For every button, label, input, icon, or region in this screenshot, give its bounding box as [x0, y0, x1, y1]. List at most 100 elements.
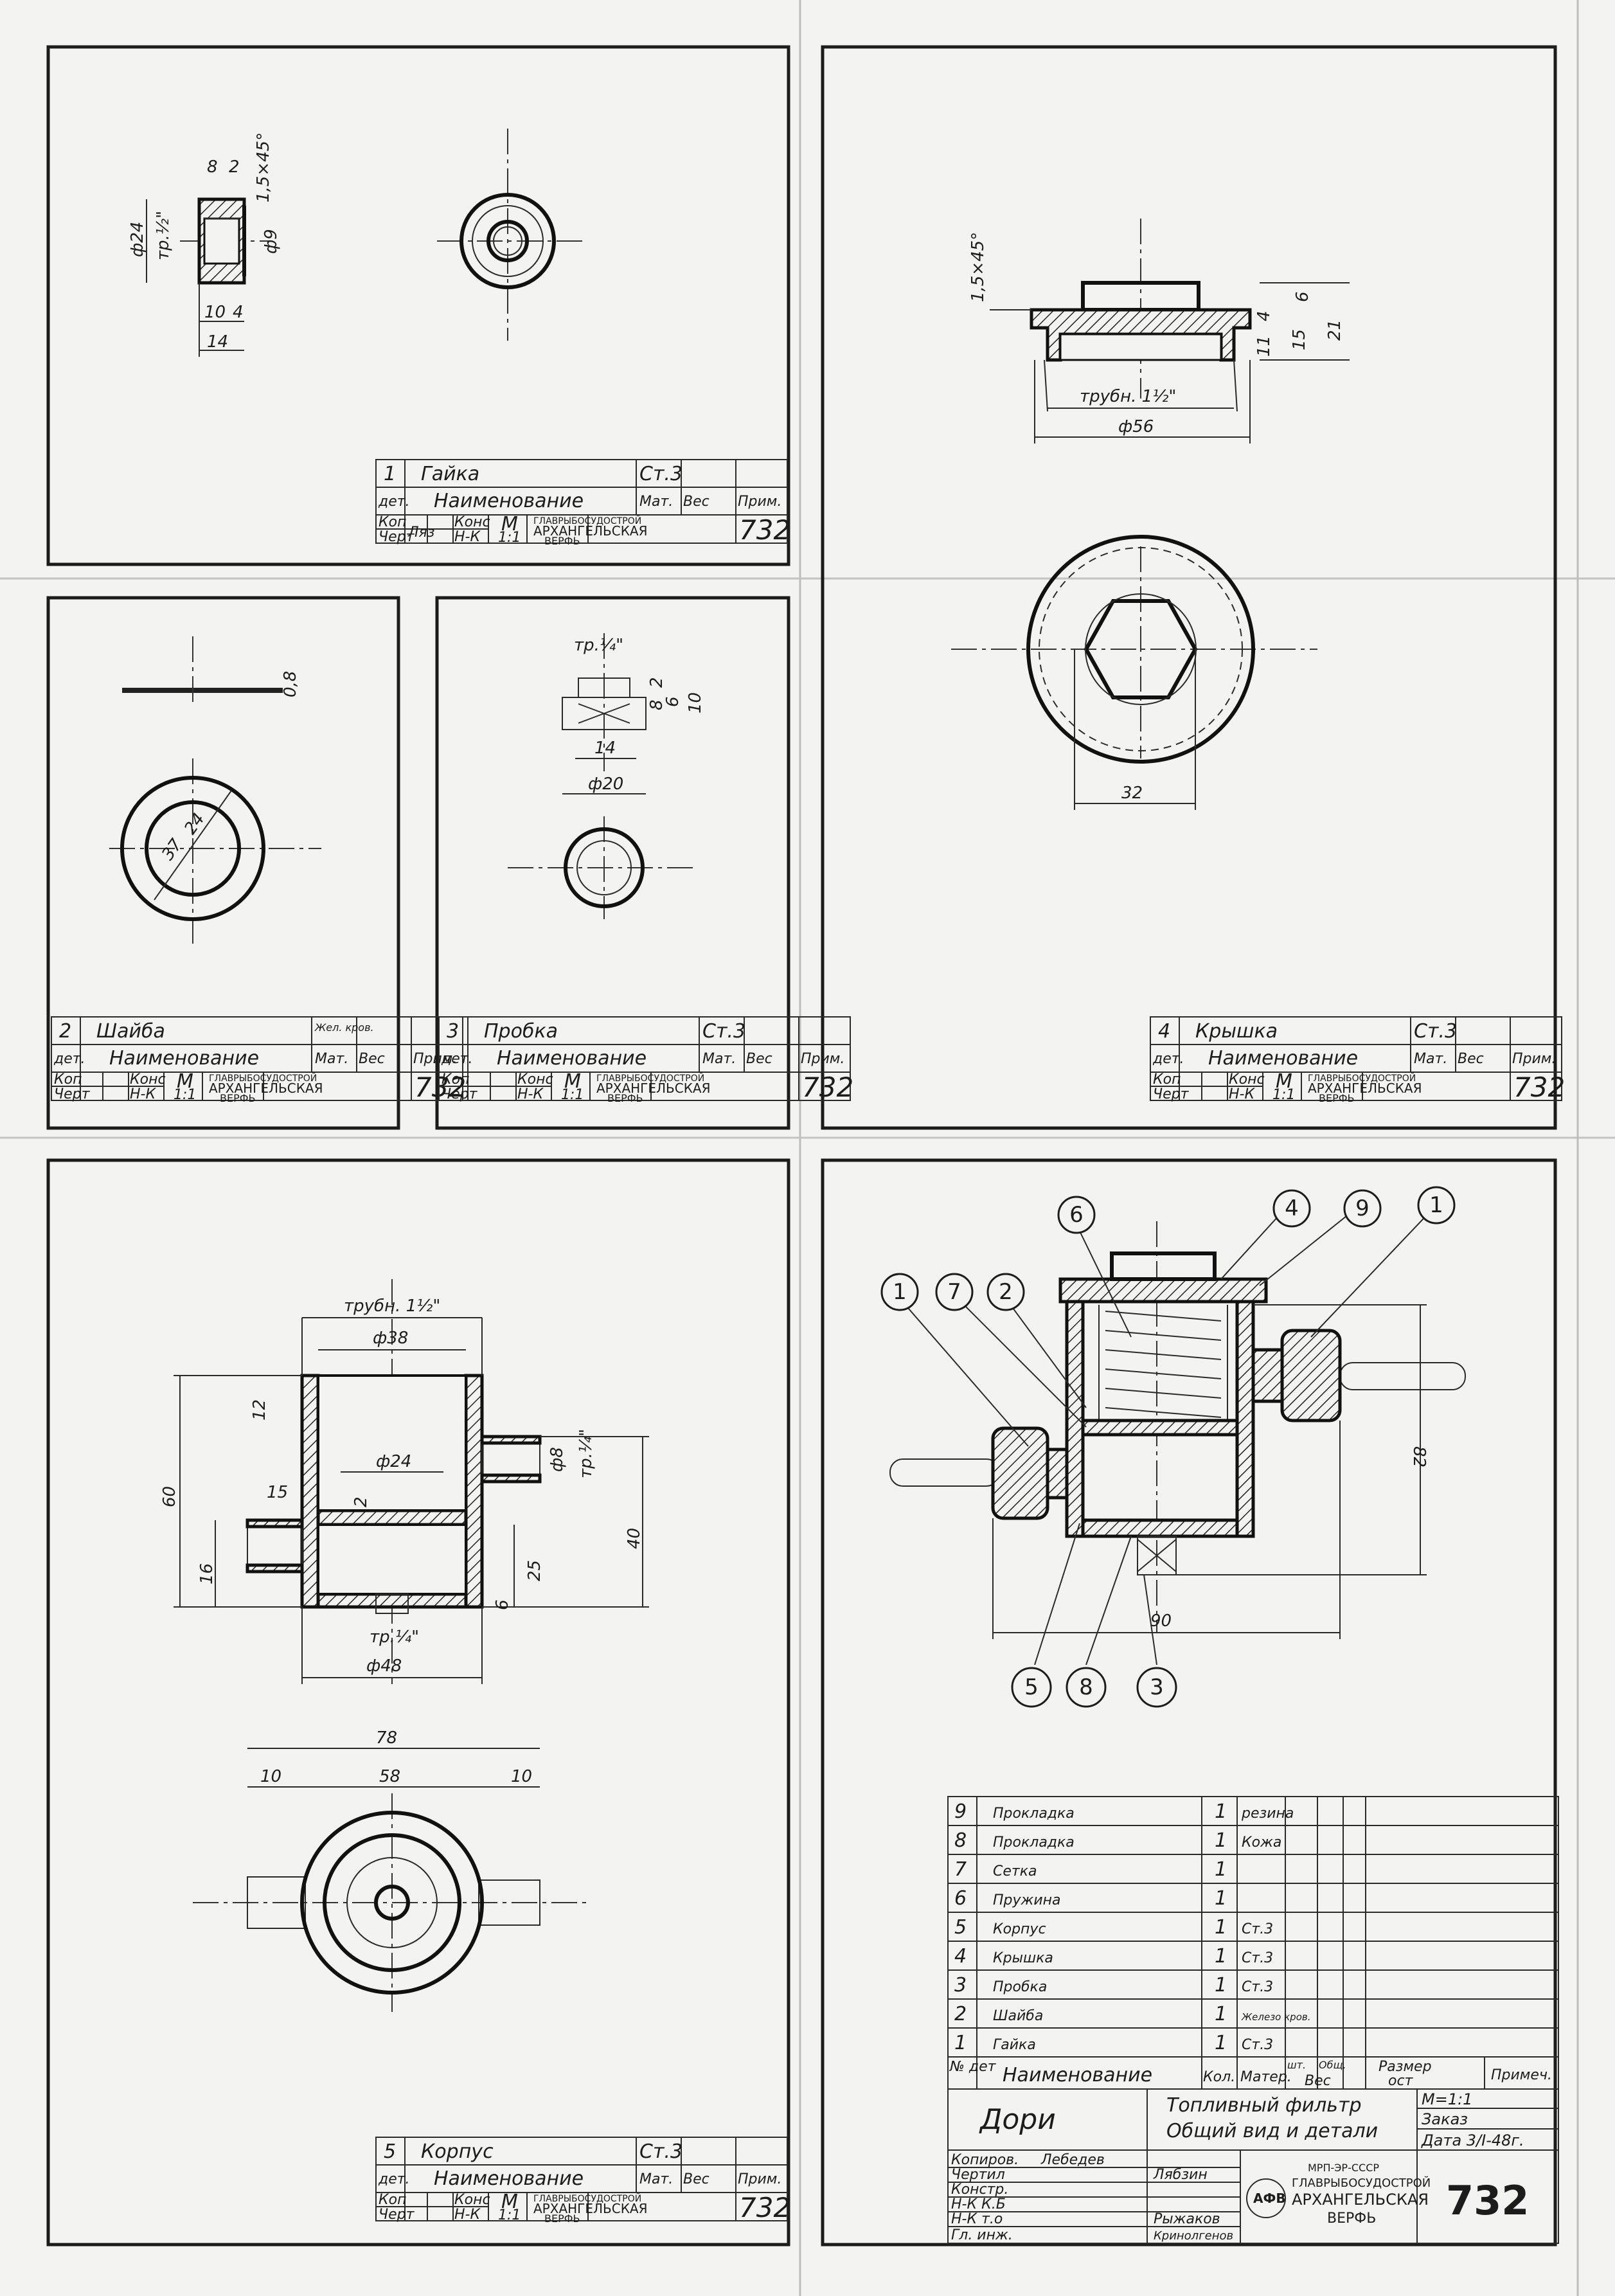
tb-kop: Коп	[379, 2192, 406, 2208]
balloon-4: 4	[1272, 1189, 1311, 1228]
parts-row-no: 6	[954, 1887, 967, 1910]
frame-korpus	[46, 1158, 790, 2247]
tb-org3: ВЕРФЬ	[544, 535, 580, 547]
frame-gaika	[46, 45, 790, 566]
parts-row-qty: 1	[1215, 1829, 1227, 1852]
parts-row-no: 5	[954, 1916, 967, 1939]
tb-prim: Прим.	[801, 1051, 844, 1067]
parts-row-qty: 1	[1215, 1945, 1227, 1968]
verf-logo: АФВ	[1246, 2178, 1286, 2218]
tb-org2: АРХАНГЕЛЬСКАЯ	[209, 1081, 323, 1096]
dim-assembly-90: 90	[1150, 1611, 1172, 1631]
tb-cher: Черт	[1153, 1086, 1190, 1102]
svg-text:АФВ: АФВ	[1253, 2191, 1286, 2206]
tb-sheet-no: 732	[739, 514, 790, 546]
parts-row-name: Крышка	[993, 1950, 1053, 1966]
dim-probka-14: 14	[594, 739, 616, 758]
dim-kryshka-6: 6	[1293, 291, 1312, 302]
main-title-org2: АРХАНГЕЛЬСКАЯ	[1292, 2191, 1429, 2209]
tb-org3: ВЕРФЬ	[220, 1092, 255, 1104]
parts-row-qty: 1	[1215, 1858, 1227, 1881]
parts-row-name: Пробка	[993, 1979, 1047, 1995]
svg-text:4: 4	[1285, 1196, 1299, 1221]
dim-gaika-chamfer: 1,5×45°	[254, 132, 273, 202]
parts-row-no: 1	[954, 2032, 967, 2054]
tb-kop: Коп	[379, 514, 406, 530]
parts-row-qty: 1	[1215, 2003, 1227, 2025]
tb-cher: Черт	[379, 2207, 415, 2223]
shaiba-name: Шайба	[96, 1020, 165, 1043]
dim-korpus-d38: ф38	[373, 1329, 408, 1348]
parts-row-qty: 1	[1215, 2032, 1227, 2054]
tb-prim: Прим.	[1512, 1051, 1556, 1067]
dim-probka-10: 10	[686, 692, 705, 713]
dim-gaika-10: 10	[204, 303, 226, 322]
dim-probka-6: 6	[663, 696, 683, 707]
tb-org1: ГЛАВРЫБОСУДОСТРОЙ	[533, 2193, 641, 2204]
tb-scale-m: М	[501, 2191, 518, 2213]
parts-header-prim: Примеч.	[1491, 2067, 1552, 2083]
tb-org1: ГЛАВРЫБОСУДОСТРОЙ	[596, 1072, 704, 1084]
tb-kop: Коп	[54, 1072, 82, 1088]
tb-kons: Конс	[517, 1072, 553, 1088]
korpus-drawing: трубн. 1½" ф38 12 ф24 15 2 ф8 тр.¼" 60 1…	[160, 1279, 790, 2225]
dim-korpus-78: 78	[376, 1728, 397, 1748]
svg-text:9: 9	[1355, 1196, 1370, 1221]
dim-gaika-thread: тр.½"	[154, 211, 173, 260]
tb-mat: Мат.	[315, 1051, 348, 1067]
dim-kryshka-d56: ф56	[1118, 417, 1154, 436]
tb-mat: Мат.	[702, 1051, 736, 1067]
tb-kons: Конс	[454, 2192, 490, 2208]
parts-row-qty: 1	[1215, 1974, 1227, 1996]
dim-korpus-d48: ф48	[366, 1656, 402, 1676]
tb-name-header: Наименование	[497, 1047, 647, 1070]
parts-row-name: Прокладка	[993, 1834, 1075, 1851]
parts-header-ves: Вес	[1305, 2073, 1331, 2089]
parts-row-qty: 1	[1215, 1887, 1227, 1910]
parts-row-no: 7	[954, 1858, 967, 1881]
tb-scale-v: 1:1	[561, 1087, 584, 1103]
parts-row-name: Пружина	[993, 1892, 1061, 1908]
parts-header-name: Наименование	[1003, 2064, 1152, 2086]
tb-mat: Мат.	[639, 494, 673, 510]
main-title-org-top: МРП-ЭР-СССР	[1308, 2162, 1379, 2174]
tb-org2: АРХАНГЕЛЬСКАЯ	[533, 2201, 648, 2216]
tb-prim: Прим.	[738, 494, 781, 510]
dim-kryshka-4: 4	[1254, 310, 1274, 321]
tb-sheet-no: 732	[415, 1072, 466, 1103]
tb-sheet-no: 732	[1513, 1072, 1565, 1103]
tb-ves: Вес	[683, 2171, 709, 2187]
svg-text:5: 5	[1024, 1674, 1039, 1700]
main-title-kopir-sig: Лебедев	[1040, 2152, 1105, 2168]
tb-org3: ВЕРФЬ	[544, 2212, 580, 2225]
parts-row-name: Прокладка	[993, 1806, 1075, 1822]
balloon-1-left: 1	[880, 1273, 919, 1311]
tb-cher-sig: Ляз	[407, 525, 434, 541]
frame-probka	[435, 596, 790, 1130]
parts-row-name: Корпус	[993, 1921, 1046, 1937]
tb-mat: Мат.	[639, 2171, 673, 2187]
tb-kop: Коп	[442, 1072, 469, 1088]
tb-scale-m: М	[501, 513, 518, 535]
balloon-5: 5	[1011, 1667, 1052, 1708]
dim-kryshka-15: 15	[1290, 329, 1309, 350]
tb-org1: ГЛАВРЫБОСУДОСТРОЙ	[209, 1072, 317, 1084]
assembly-drawing: 82 90 6 4 9 1 1 7 2 5 8 3	[880, 1186, 1466, 1708]
tb-scale-m: М	[1276, 1070, 1292, 1093]
tb-kons: Конс	[454, 514, 490, 530]
kryshka-drawing: трубн. 1½" ф56 1,5×45° 6 4 11 15 21 32 4…	[951, 219, 1565, 1104]
main-title-kopir: Копиров.	[951, 2152, 1019, 2168]
parts-header-det: № дет	[949, 2059, 997, 2075]
tb-ves: Вес	[683, 494, 709, 510]
tb-org2: АРХАНГЕЛЬСКАЯ	[1308, 1081, 1422, 1096]
main-title-scale: М=1:1	[1422, 2090, 1472, 2108]
dim-korpus-2: 2	[352, 1496, 371, 1507]
parts-row-mat: Кожа	[1242, 1834, 1281, 1851]
dim-kryshka-32: 32	[1121, 784, 1143, 803]
probka-det-no: 3	[447, 1020, 459, 1043]
main-title-sig2: Кринолгенов	[1154, 2229, 1233, 2243]
tb-mat: Мат.	[1414, 1051, 1447, 1067]
tb-org2: АРХАНГЕЛЬСКАЯ	[533, 523, 648, 539]
